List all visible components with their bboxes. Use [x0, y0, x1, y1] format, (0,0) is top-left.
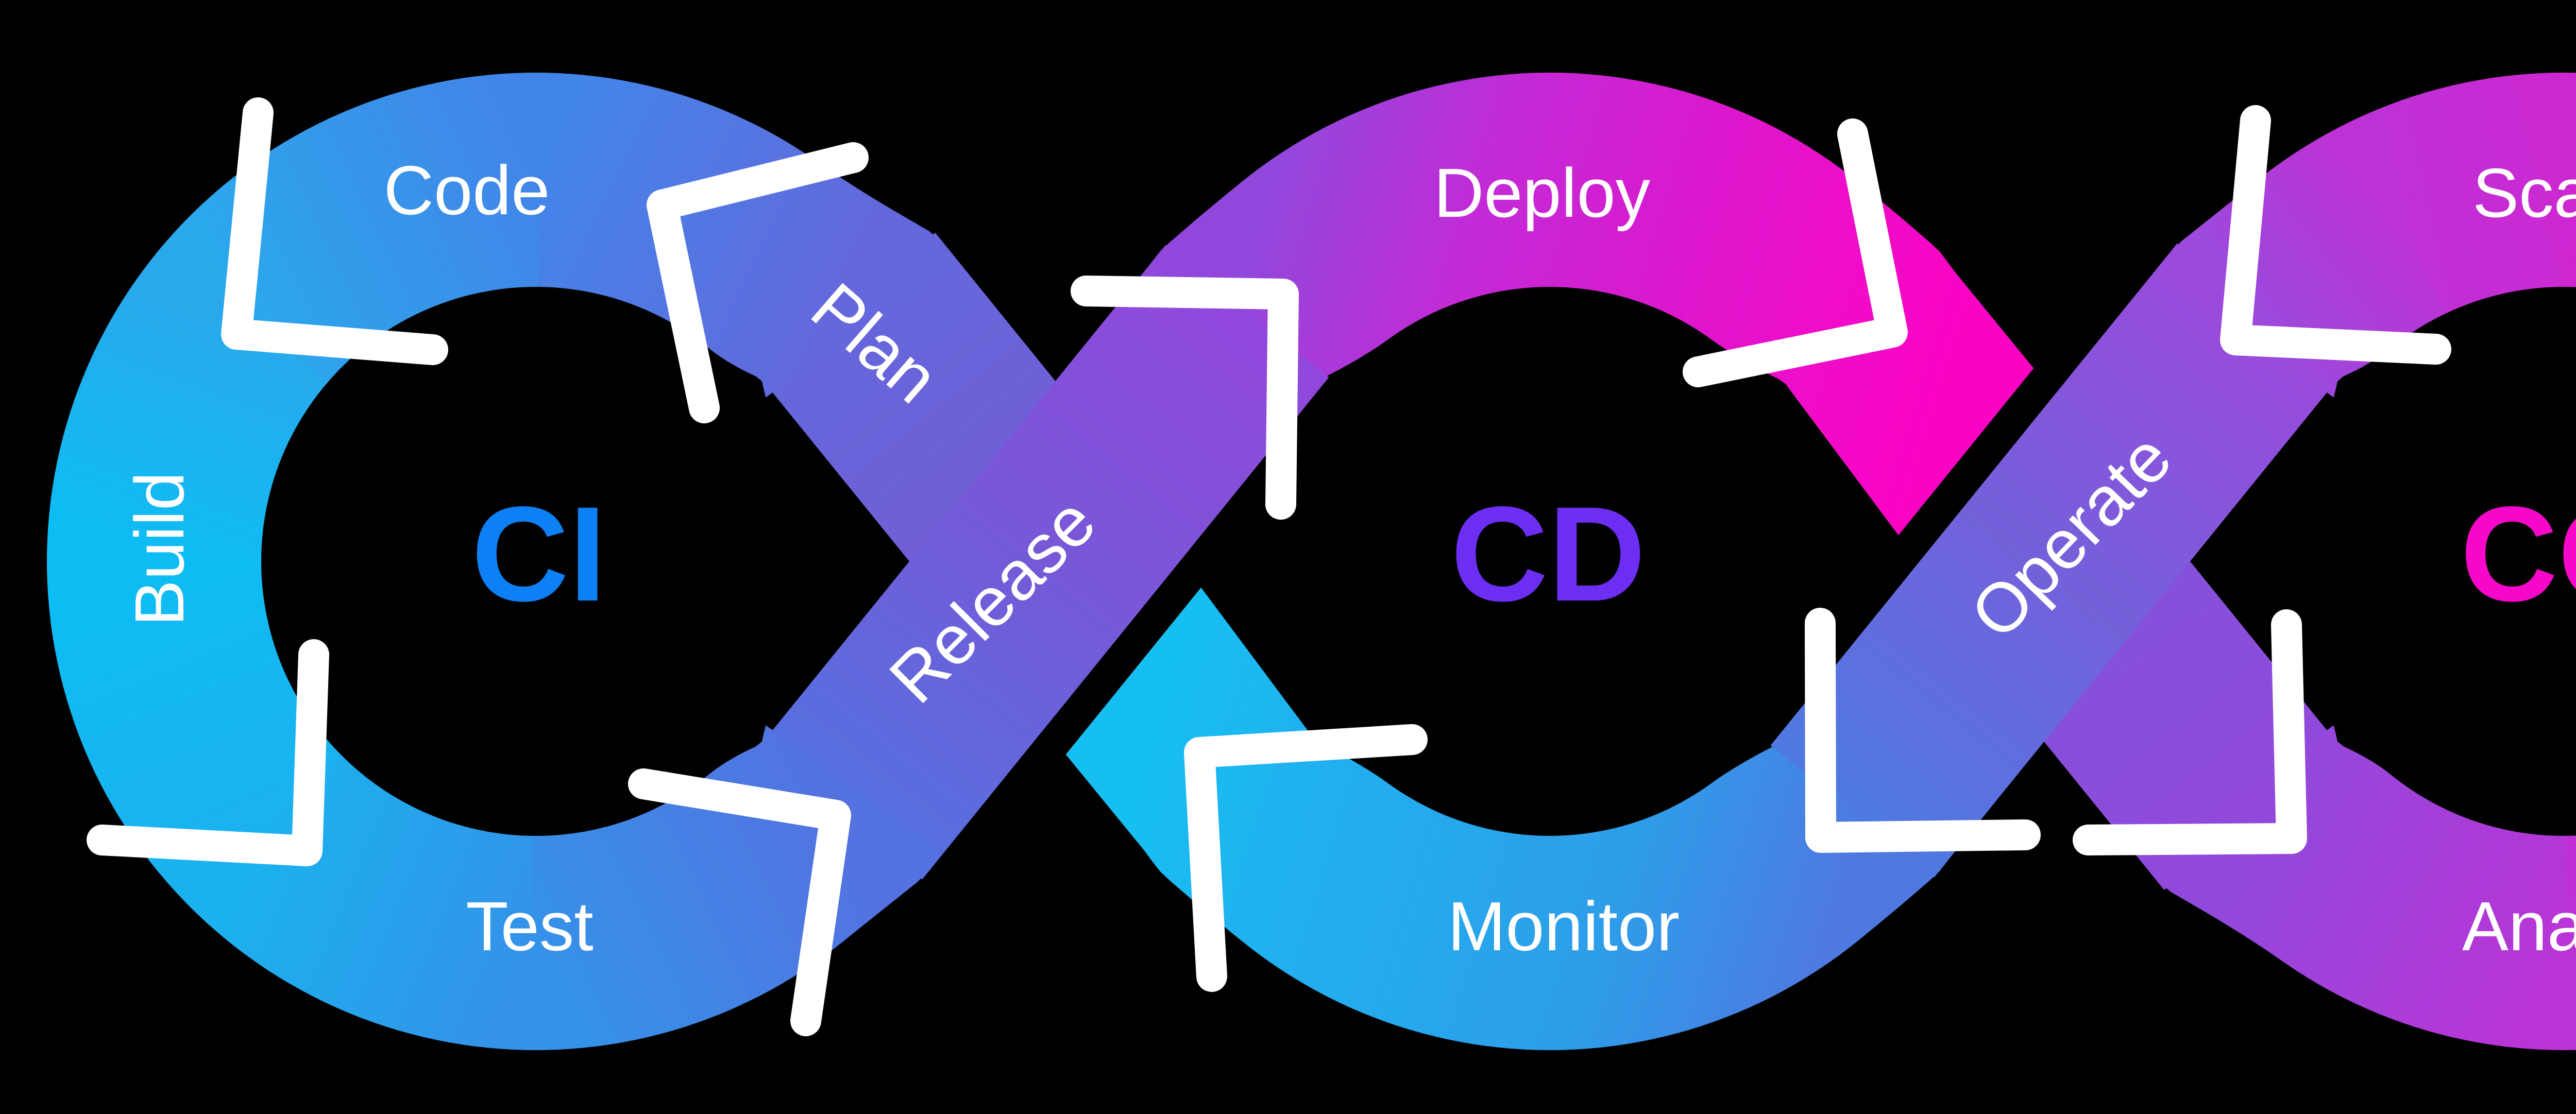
svg-text:Monitor: Monitor — [1448, 887, 1680, 965]
svg-text:Scale: Scale — [2472, 154, 2576, 232]
svg-text:Analyze: Analyze — [2462, 887, 2576, 965]
svg-text:Code: Code — [384, 151, 550, 229]
svg-text:Deploy: Deploy — [1434, 154, 1651, 232]
svg-text:Build: Build — [121, 472, 198, 626]
svg-text:CI: CI — [471, 478, 606, 629]
svg-text:CD: CD — [1451, 478, 1646, 629]
svg-text:Test: Test — [466, 887, 594, 965]
svg-text:CO: CO — [2461, 478, 2576, 629]
